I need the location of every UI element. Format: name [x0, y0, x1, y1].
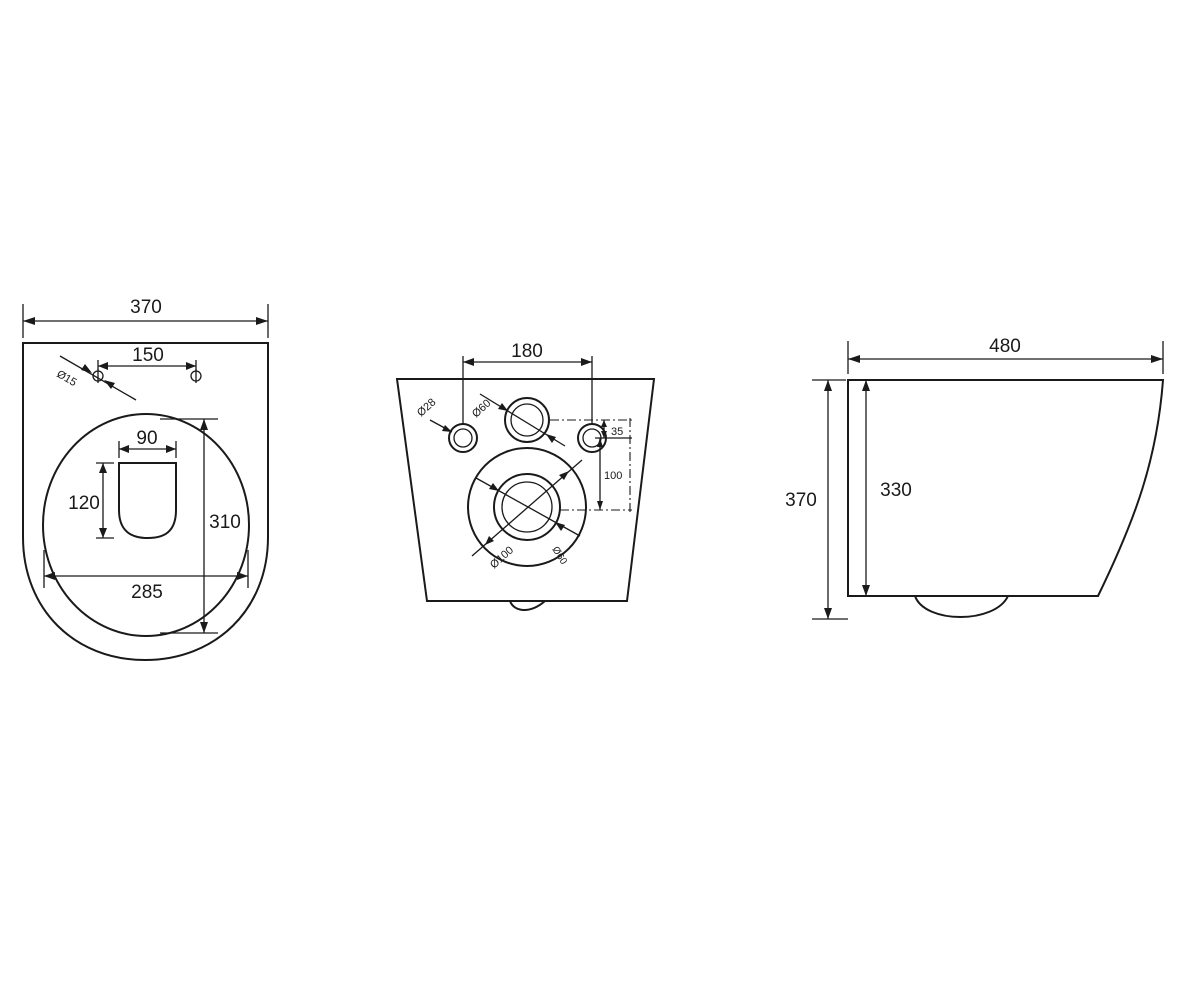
fixing-hole-left [448, 423, 478, 453]
dim-bowl-width: 285 [131, 582, 163, 603]
dim-hole-diameter: Ø15 [55, 368, 79, 389]
top-view-outline [22, 342, 269, 662]
dim-overall-length: 480 [989, 336, 1021, 357]
dim-hole-spacing: 150 [132, 345, 164, 366]
bowl-rim [42, 413, 250, 637]
dim-fixing-hole-diameter: Ø28 [415, 396, 438, 419]
dim-outlet-inner-diameter: Ø60 [549, 545, 569, 567]
dim-outlet-height: 100 [604, 470, 622, 482]
dim-overall-width: 370 [130, 297, 162, 318]
rear-outlet-stub [509, 600, 546, 611]
dim-fixing-spacing: 180 [511, 341, 543, 362]
rear-view-outline [395, 378, 656, 602]
dim-body-height: 330 [880, 480, 912, 501]
water-inlet [504, 397, 550, 443]
dim-bowl-length: 310 [209, 512, 241, 533]
waste-outlet-outer [467, 447, 587, 567]
rear-view: 180 35 100 Ø28 Ø60 Ø100 Ø60 [395, 341, 656, 611]
dim-opening-width: 90 [136, 428, 157, 449]
side-view-outline [847, 379, 1165, 597]
top-view: 370 150 Ø15 90 120 310 [22, 297, 269, 662]
seat-opening [118, 462, 177, 540]
dim-inlet-offset: 35 [611, 426, 623, 438]
dim-overall-height: 370 [785, 490, 817, 511]
dim-outlet-outer-diameter: Ø100 [488, 544, 516, 571]
side-view: 480 370 330 [785, 336, 1165, 620]
waste-outlet-inner [493, 473, 561, 541]
side-outlet [914, 595, 1009, 618]
dim-opening-length: 120 [68, 493, 100, 514]
